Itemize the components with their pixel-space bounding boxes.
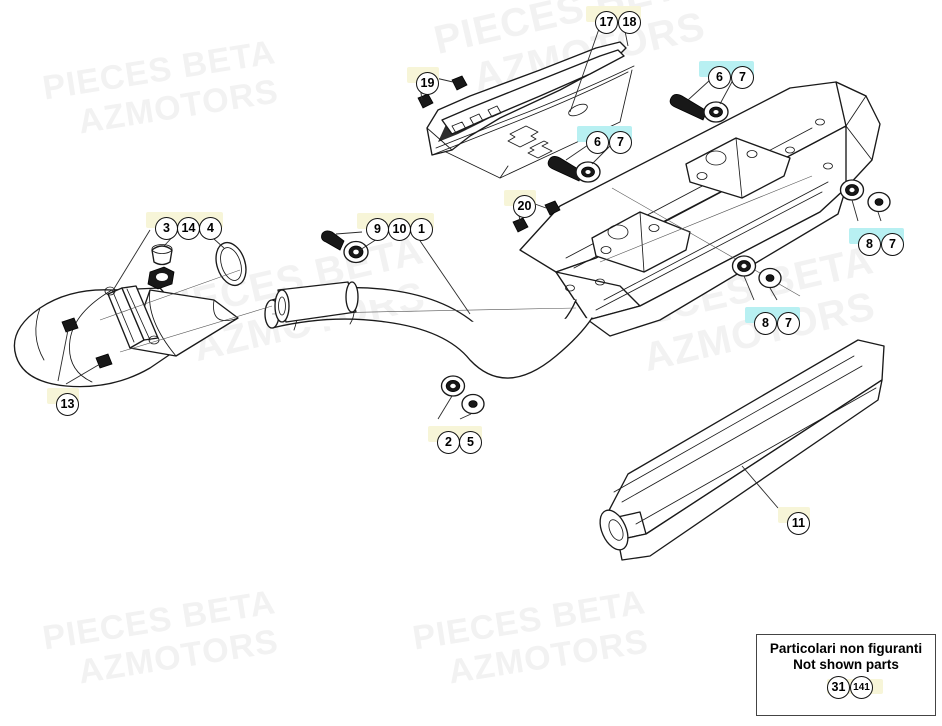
callout-balloon-3[interactable]: 3 [155,217,178,240]
callout-ref: 4 [207,221,214,236]
callout-ref: 13 [60,397,75,412]
callout-ref: 7 [785,316,792,331]
expansion-chamber [13,241,273,388]
callout-balloon-8[interactable]: 8 [754,312,777,335]
callout-balloon-2[interactable]: 2 [437,431,460,454]
callout-ref: 19 [420,76,435,91]
callout-ref: 6 [716,70,723,85]
callout-balloon-11[interactable]: 11 [787,512,810,535]
callout-ref: 8 [866,237,873,252]
legend-balloon-141[interactable]: 141 [850,676,873,700]
pipe-sleeve [274,281,359,323]
callout-ref: 3 [163,221,170,236]
fastener-group-9-10 [321,230,369,264]
callout-ref: 5 [467,435,474,450]
callout-balloon-7[interactable]: 7 [609,131,632,154]
not-shown-parts-legend: Particolari non figuranti Not shown part… [756,634,936,716]
fastener-group-2-5 [440,375,485,415]
callout-balloon-17[interactable]: 17 [595,11,618,34]
callout-balloon-19[interactable]: 19 [416,72,439,95]
callout-balloon-7[interactable]: 7 [881,233,904,256]
callout-ref: 2 [445,435,452,450]
callout-balloon-18[interactable]: 18 [618,11,641,34]
callout-balloon-4[interactable]: 4 [199,217,222,240]
callout-balloon-10[interactable]: 10 [388,218,411,241]
legend-balloon-31[interactable]: 31 [827,676,850,700]
legend-title-en: Not shown parts [793,656,899,672]
callout-ref: 10 [392,222,407,237]
fastener-group-6-7-lower [547,156,601,183]
callout-balloon-9[interactable]: 9 [366,218,389,241]
callout-ref: 7 [617,135,624,150]
fastener-group-6-7-upper [669,94,729,123]
callout-ref: 6 [594,135,601,150]
callout-ref: 7 [889,237,896,252]
heat-shield-part [426,41,635,179]
callout-balloon-1[interactable]: 1 [410,218,433,241]
legend-ref: 141 [853,681,870,693]
callout-ref: 18 [622,15,637,30]
callout-ref: 9 [374,222,381,237]
silencer-packing [599,339,885,561]
callout-balloon-20[interactable]: 20 [513,195,536,218]
callout-ref: 8 [762,316,769,331]
callout-balloon-7[interactable]: 7 [731,66,754,89]
legend-title-it: Particolari non figuranti [769,641,923,656]
callout-balloon-5[interactable]: 5 [459,431,482,454]
muffler-body [519,81,881,337]
callout-balloon-13[interactable]: 13 [56,393,79,416]
callout-ref: 1 [418,222,425,237]
fastener-group-8-7-right [839,179,891,213]
callout-ref: 20 [517,199,532,214]
callout-balloon-6[interactable]: 6 [708,66,731,89]
callout-balloon-6[interactable]: 6 [586,131,609,154]
callout-balloon-14[interactable]: 14 [177,217,200,240]
callout-ref: 11 [791,516,806,531]
callout-ref: 17 [599,15,614,30]
callout-ref: 7 [739,70,746,85]
legend-ref: 31 [831,680,846,695]
callout-ref: 14 [181,221,196,236]
legend-balloons: 31 141 [765,675,927,701]
callout-balloon-7[interactable]: 7 [777,312,800,335]
callout-balloon-8[interactable]: 8 [858,233,881,256]
